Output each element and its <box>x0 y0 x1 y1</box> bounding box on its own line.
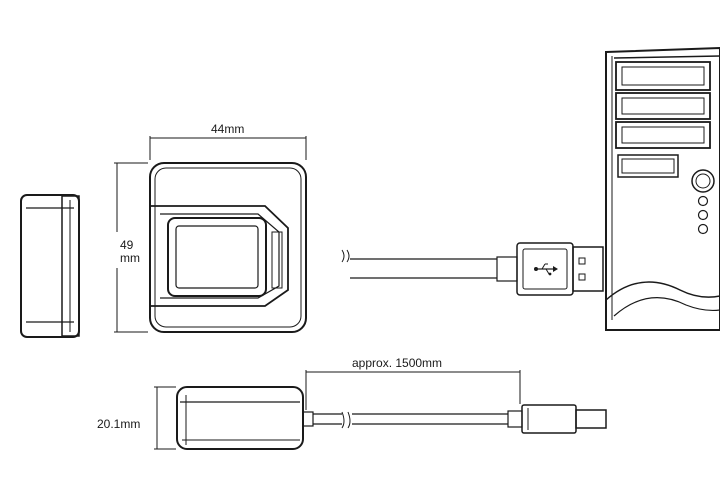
thickness-dimension: 20.1mm <box>97 386 176 450</box>
height-value-label: 49 <box>120 238 134 252</box>
width-dimension: 44mm <box>149 122 307 160</box>
device-bottom-side-view <box>176 386 607 450</box>
upper-cable <box>341 242 604 296</box>
height-dimension: 49 mm <box>114 162 148 333</box>
width-label: 44mm <box>211 122 244 136</box>
thickness-label: 20.1mm <box>97 417 140 431</box>
device-side-view <box>20 194 80 338</box>
height-unit-label: mm <box>120 251 140 265</box>
cable-length-label: approx. 1500mm <box>352 356 442 370</box>
usb-icon <box>534 263 558 276</box>
cable-length-dimension: approx. 1500mm <box>305 356 521 410</box>
device-front-view <box>149 162 307 333</box>
pc-tower <box>605 46 720 331</box>
